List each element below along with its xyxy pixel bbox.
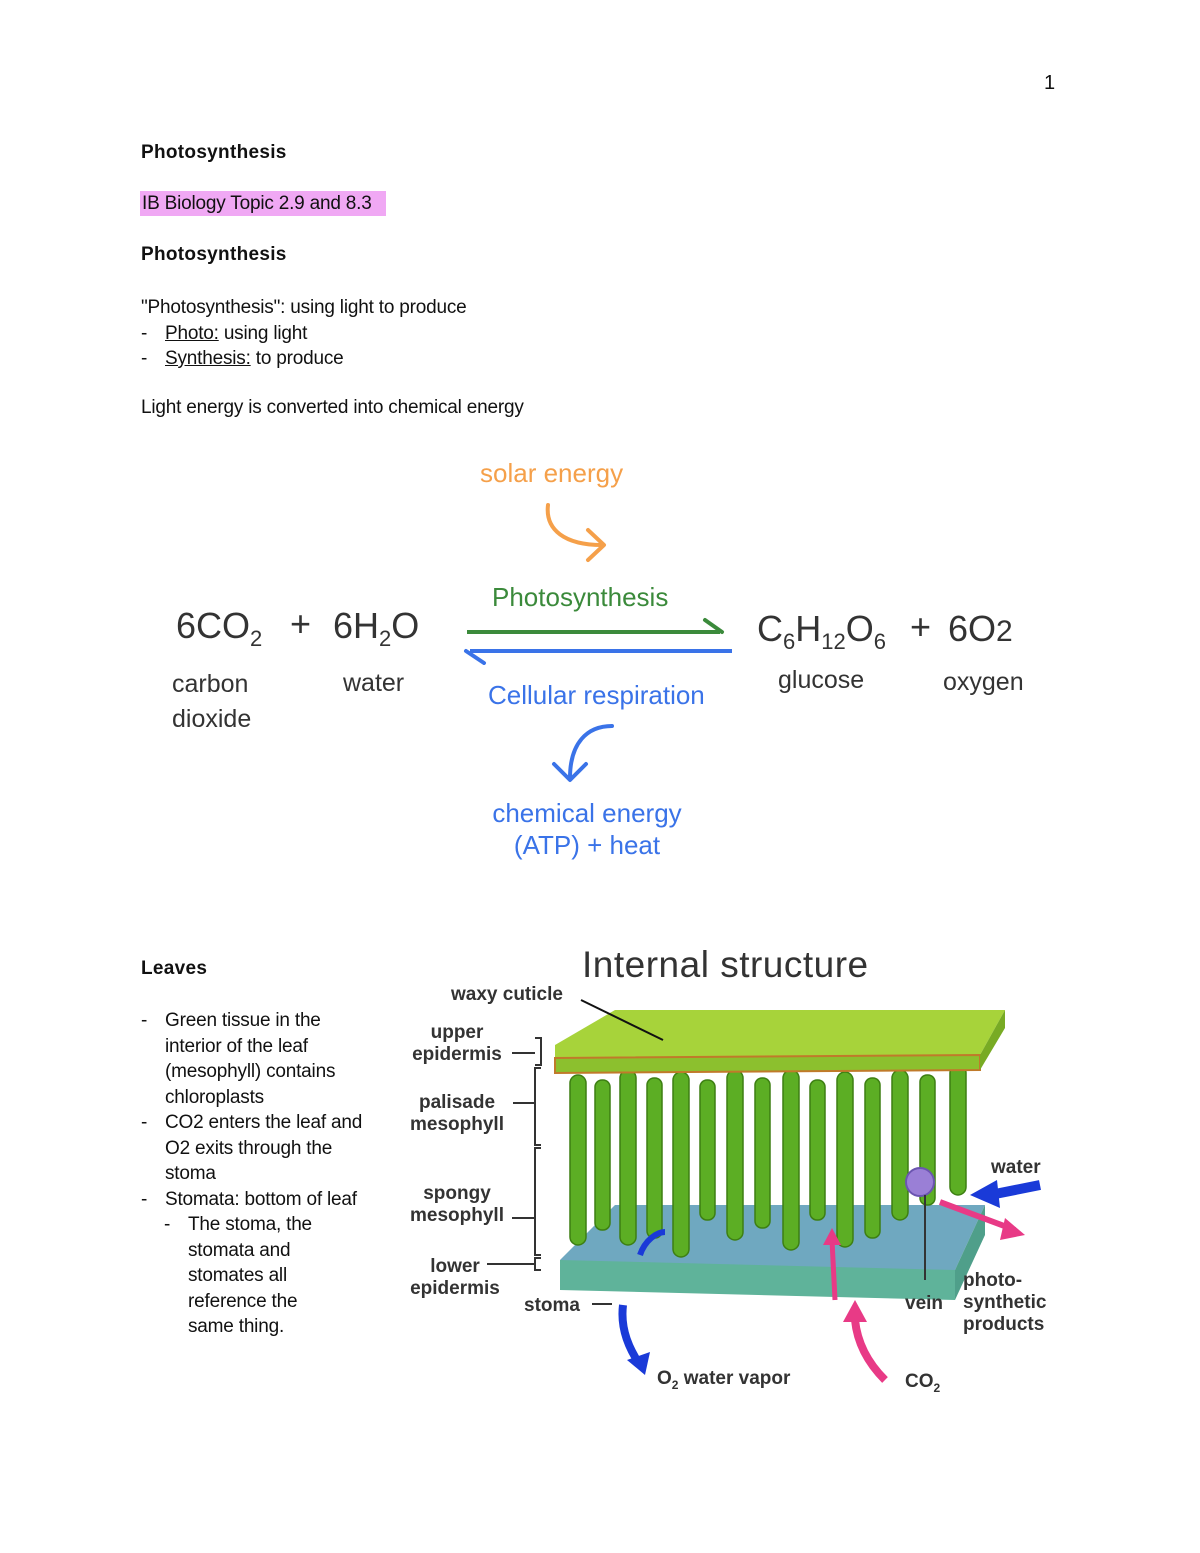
list-item-text: Green tissue in the interior of the leaf… [165,1010,336,1108]
chemical-energy-line-2: (ATP) + heat [513,830,661,860]
lower-epidermis-label: lower epidermis [405,1256,505,1300]
co2-sub: 2 [933,1381,941,1395]
leaves-list: - Green tissue in the interior of the le… [141,1008,376,1340]
water-label: water [343,669,405,697]
glucose-o: O [845,608,874,649]
leaf-diagram-title: Internal structure [582,944,869,985]
term-synthesis: Synthesis: [165,348,251,369]
h2o-h: 6H [333,605,380,646]
o2-water-vapor-label: O2 water vapor [657,1368,790,1396]
glucose-sub-2: 12 [821,629,846,654]
upper-epidermis-line-2: epidermis [412,1044,502,1065]
glucose-sub-1: 6 [783,629,796,654]
reaction-arrows-icon [464,618,732,665]
solar-energy-label: solar energy [480,458,624,488]
cellular-respiration-label: Cellular respiration [488,680,705,710]
co2-label-line-2: dioxide [172,705,252,733]
lower-line-2: epidermis [410,1278,500,1299]
co2-label-line-1: carbon [172,670,249,698]
products-line-2: synthetic [963,1292,1047,1313]
palisade-line-1: palisade [418,1092,496,1113]
lower-line-1: lower [430,1256,480,1277]
bullet-dash: - [141,322,148,344]
list-item: - CO2 enters the leaf and O2 exits throu… [141,1110,376,1187]
sub-list-item-text: The stoma, the stomata and stomates all … [188,1214,312,1337]
photosynthetic-products-label: photo- synthetic products [963,1270,1046,1336]
definition-item-photo: - Photo: using light [141,321,467,347]
products-line-3: products [963,1314,1045,1335]
glucose-formula: C6H12O6 [757,608,886,655]
glucose-c: C [757,608,783,649]
o2-subscript: 2 [996,615,1013,648]
glucose-label: glucose [778,666,865,694]
co2-formula: 6CO2 [176,605,262,652]
water-vapor-text: water vapor [678,1368,791,1389]
stoma-label: stoma [524,1295,580,1316]
spongy-line-2: mesophyll [410,1205,504,1226]
o2-letter: O [657,1368,672,1389]
document-title: Photosynthesis [141,142,287,163]
oxygen-label: oxygen [943,668,1024,696]
topic-highlight: IB Biology Topic 2.9 and 8.3 [140,191,386,216]
glucose-h: H [795,608,822,649]
bullet-dash: - [141,348,148,369]
leaf-internal-structure-diagram: Internal structure [395,940,1075,1410]
list-item-text: Stomata: bottom of leaf [165,1188,357,1210]
glucose-sub-3: 6 [873,629,886,654]
upper-epidermis-label: upper epidermis [405,1022,509,1066]
photosynthesis-equation-diagram: solar energy Photosynthesis Cellular res… [150,450,1050,870]
h2o-o: O [391,605,420,646]
co2-text: 6CO [176,605,251,646]
o2-formula: 6O2 [948,608,1013,650]
palisade-mesophyll-label: palisade mesophyll [405,1092,509,1136]
co2-letters: CO [905,1371,934,1392]
bullet-dash: - [141,1112,148,1133]
h2o-formula: 6H2O [333,605,419,652]
definition-item-synthesis: - Synthesis: to produce [141,346,467,372]
list-item: - Green tissue in the interior of the le… [141,1008,376,1110]
list-item-text: CO2 enters the leaf and O2 exits through… [165,1112,363,1184]
vein-label: vein [905,1293,944,1314]
o2-text: 6O [948,608,997,649]
definition-block: "Photosynthesis": using light to produce… [141,295,467,372]
o2-sub: 2 [671,1378,679,1392]
photosynthesis-arrow-label: Photosynthesis [492,582,669,612]
h2o-subscript: 2 [379,626,392,651]
sub-list-item: - The stoma, the stomata and stomates al… [164,1212,376,1340]
spongy-mesophyll-label: spongy mesophyll [405,1183,509,1227]
upper-epidermis-line-1: upper [430,1022,484,1043]
section-heading: Photosynthesis [141,244,287,265]
page-number: 1 [1044,72,1056,94]
term-photo-text: using light [218,322,308,344]
list-item: - Stomata: bottom of leaf [141,1187,376,1213]
palisade-line-2: mesophyll [410,1114,504,1135]
chemical-energy-label: chemical energy (ATP) + heat [487,797,687,861]
reactant-plus: + [290,603,312,644]
co2-label: carbon dioxide [172,667,251,737]
bullet-dash: - [164,1214,171,1235]
solar-arrow-icon [545,503,606,562]
topic-subtitle: IB Biology Topic 2.9 and 8.3 [140,191,386,216]
water-arrow-label: water [991,1157,1041,1178]
product-plus: + [910,606,932,647]
leaf-cross-section-illustration [487,999,1041,1383]
chemical-energy-arrow-icon [552,724,614,782]
energy-statement: Light energy is converted into chemical … [141,397,524,418]
leaves-heading: Leaves [141,958,208,979]
chemical-energy-line-1: chemical energy [492,798,682,828]
definition-line: "Photosynthesis": using light to produce [141,297,467,318]
term-synthesis-text: to produce [250,348,344,369]
spongy-line-1: spongy [423,1183,491,1204]
bullet-dash: - [141,1010,148,1031]
products-line-1: photo- [963,1270,1023,1291]
term-photo: Photo: [165,322,219,344]
bullet-dash: - [141,1188,148,1210]
waxy-cuticle-label: waxy cuticle [451,984,563,1005]
co2-subscript: 2 [250,626,263,651]
co2-arrow-label: CO2 [905,1371,940,1399]
